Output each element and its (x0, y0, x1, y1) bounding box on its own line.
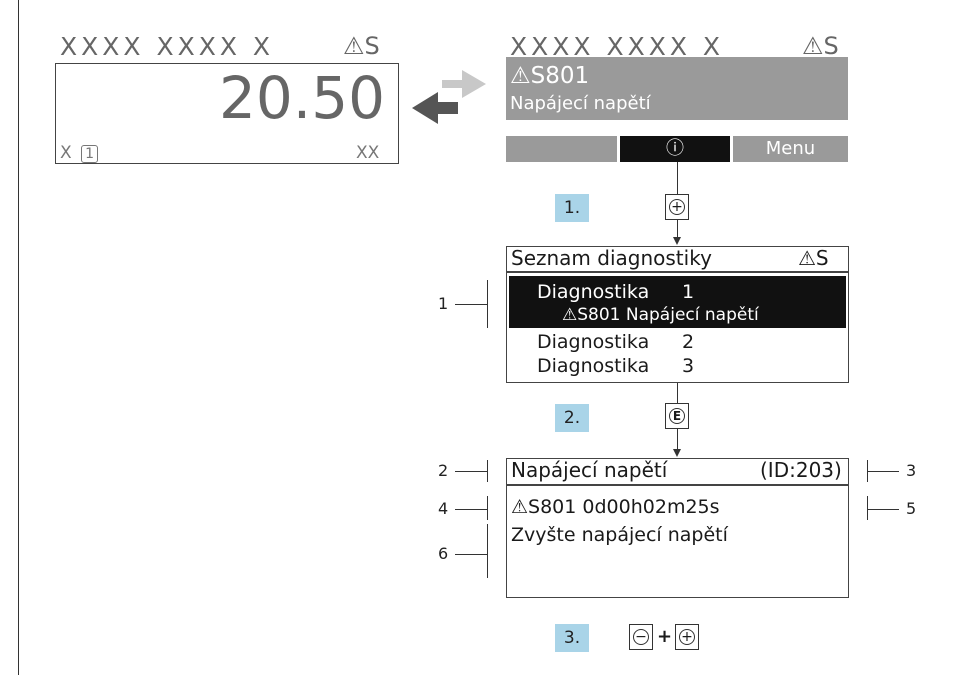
list-item-label[interactable]: Diagnostika (537, 355, 650, 377)
list-item-number: 1 (682, 281, 695, 303)
channel-box-icon: 1 (81, 145, 98, 163)
plus-key[interactable]: + (675, 624, 699, 650)
diag-detail-divider (506, 484, 849, 486)
display-alarm-banner (506, 57, 848, 120)
display-alarm-status: ⚠S (802, 32, 839, 60)
callout-bracket (487, 496, 488, 520)
menu-softkey[interactable]: Menu (733, 136, 848, 162)
callout-3: 3 (906, 461, 917, 480)
page-frame-line (18, 0, 19, 675)
connector-line (677, 383, 678, 403)
diag-detail-id: (ID:203) (760, 458, 842, 482)
alarm-message: Napájecí napětí (510, 93, 651, 114)
diag-detail-title: Napájecí napětí (511, 458, 668, 482)
info-icon: ⓘ (666, 138, 684, 159)
minus-key[interactable]: − (629, 624, 653, 650)
callout-2: 2 (438, 461, 449, 480)
connector-line (677, 162, 678, 194)
enter-key[interactable]: E (665, 403, 689, 429)
callout-leader (455, 509, 487, 510)
diag-detail-frame (506, 458, 849, 598)
info-softkey[interactable]: ⓘ (620, 136, 730, 162)
diag-detail-code-time: ⚠S801 0d00h02m25s (511, 496, 720, 518)
footer-x-label: X (60, 143, 72, 163)
plus-icon: + (679, 629, 695, 645)
display-main-footer-right: XX (356, 143, 380, 163)
display-main-footer-left: X 1 (60, 143, 98, 163)
list-item-number: 2 (682, 331, 695, 353)
diag-list-status: ⚠S (798, 246, 829, 270)
callout-bracket (487, 460, 488, 482)
step-1-badge: 1. (555, 194, 589, 222)
display-main-value: 20.50 (218, 64, 385, 132)
diag-list-divider (506, 271, 849, 273)
callout-leader (455, 304, 487, 305)
alarm-code: ⚠S801 (510, 63, 590, 89)
callout-leader (867, 509, 899, 510)
display-alarm-header: XXXX XXXX X (510, 32, 725, 61)
display-main-frame (55, 63, 399, 164)
display-main-header: XXXX XXXX X (60, 32, 275, 61)
plus-icon: + (669, 199, 685, 215)
diag-detail-remedy: Zvyšte napájecí napětí (511, 524, 728, 546)
enter-icon: E (669, 408, 685, 424)
callout-5: 5 (906, 499, 917, 518)
callout-4: 4 (438, 499, 449, 518)
callout-bracket (487, 280, 488, 328)
list-item-detail: ⚠S801 Napájecí napětí (562, 305, 759, 325)
list-item-label[interactable]: Diagnostika (537, 331, 650, 353)
minus-icon: − (633, 629, 649, 645)
key-combo-plus: + (657, 626, 673, 647)
step-2-badge: 2. (555, 404, 589, 432)
diag-list-selected-row[interactable] (509, 276, 846, 328)
diag-list-title: Seznam diagnostiky (511, 246, 712, 270)
callout-1: 1 (438, 294, 449, 313)
softkey-left[interactable] (506, 136, 617, 162)
callout-leader (455, 554, 487, 555)
swap-arrows-icon (412, 70, 486, 124)
callout-bracket (487, 524, 488, 578)
callout-bracket (867, 496, 868, 520)
arrow-down-icon (673, 237, 681, 245)
connector-line (677, 429, 678, 450)
list-item-number: 3 (682, 355, 695, 377)
plus-key[interactable]: + (665, 194, 689, 220)
callout-leader (455, 471, 487, 472)
list-item-label: Diagnostika (537, 281, 650, 303)
callout-6: 6 (438, 544, 449, 563)
display-main-status: ⚠S (343, 32, 380, 60)
connector-line (677, 220, 678, 238)
step-3-badge: 3. (555, 624, 589, 652)
arrow-down-icon (673, 449, 681, 457)
callout-leader (867, 471, 899, 472)
